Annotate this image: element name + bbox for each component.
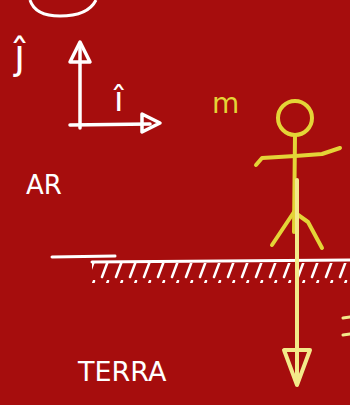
axes (70, 42, 160, 132)
region-label: AR (26, 172, 62, 198)
circle-arc (30, 0, 96, 16)
mass-label: m (212, 90, 239, 118)
weight-arrow (284, 180, 310, 385)
ground (52, 256, 350, 283)
axis-label: ĵ (14, 34, 25, 74)
region-label: TERRA (78, 358, 166, 385)
axis-label: î (114, 82, 123, 116)
cut-off-symbol (343, 317, 350, 335)
